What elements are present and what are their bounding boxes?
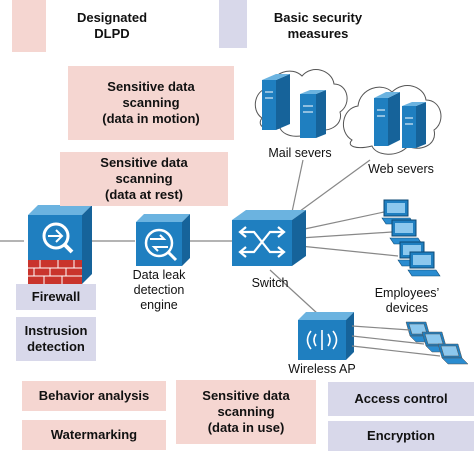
scan-motion-text: Sensitive data scanning (data in motion) (102, 79, 200, 126)
label-mail-servers: Mail severs (268, 146, 332, 160)
box-access-control: Access control (328, 382, 474, 416)
link-switch-dev3 (299, 245, 399, 257)
box-encryption: Encryption (328, 421, 474, 451)
link-switch-web (295, 159, 371, 215)
box-scan-data-in-motion: Sensitive data scanning (data in motion) (68, 66, 234, 140)
firewall-text: Firewall (31, 289, 81, 304)
link-ap-laptop1 (351, 325, 411, 331)
link-switch-dev1 (299, 211, 385, 231)
legend-swatch-basic (219, 0, 247, 48)
label-wireless-ap: Wireless AP (288, 362, 356, 376)
label-employees-devices: Employees’ devices (374, 286, 440, 315)
box-firewall: Firewall (16, 284, 96, 310)
legend-label-dlpd: Designated DLPD (76, 10, 148, 41)
watermarking-text: Watermarking (50, 427, 138, 442)
label-web-servers: Web severs (368, 162, 434, 176)
web-server-icon (374, 92, 426, 148)
dlde-icon (136, 214, 190, 266)
link-switch-dev2 (299, 231, 393, 239)
link-ap-laptop2 (351, 335, 425, 345)
label-switch: Switch (251, 276, 289, 290)
box-intrusion-detection: Instrusion detection (16, 317, 96, 361)
link-switch-ap (269, 269, 319, 315)
behavior-text: Behavior analysis (38, 388, 150, 403)
box-behavior-analysis: Behavior analysis (22, 381, 166, 411)
scan-rest-text: Sensitive data scanning (data at rest) (100, 155, 188, 202)
link-ap-laptop3 (351, 345, 441, 357)
employee-device-icon (381, 199, 441, 277)
box-scan-data-in-use: Sensitive data scanning (data in use) (176, 380, 316, 444)
laptop-icon (405, 321, 469, 365)
wireless-ap-icon (298, 312, 354, 360)
box-watermarking: Watermarking (22, 420, 166, 450)
mail-server-icon (262, 74, 326, 138)
legend-label-basic: Basic security measures (273, 10, 363, 41)
switch-icon (232, 210, 306, 266)
firewall-icon (28, 205, 92, 284)
legend-swatch-dlpd (12, 0, 46, 52)
link-switch-mail (291, 159, 304, 213)
label-dlde: Data leak detection engine (132, 268, 186, 312)
box-scan-data-at-rest: Sensitive data scanning (data at rest) (60, 152, 228, 206)
access-text: Access control (354, 391, 448, 406)
intrusion-text: Instrusion detection (24, 323, 88, 354)
encryption-text: Encryption (367, 428, 435, 443)
scan-use-text: Sensitive data scanning (data in use) (202, 388, 290, 435)
